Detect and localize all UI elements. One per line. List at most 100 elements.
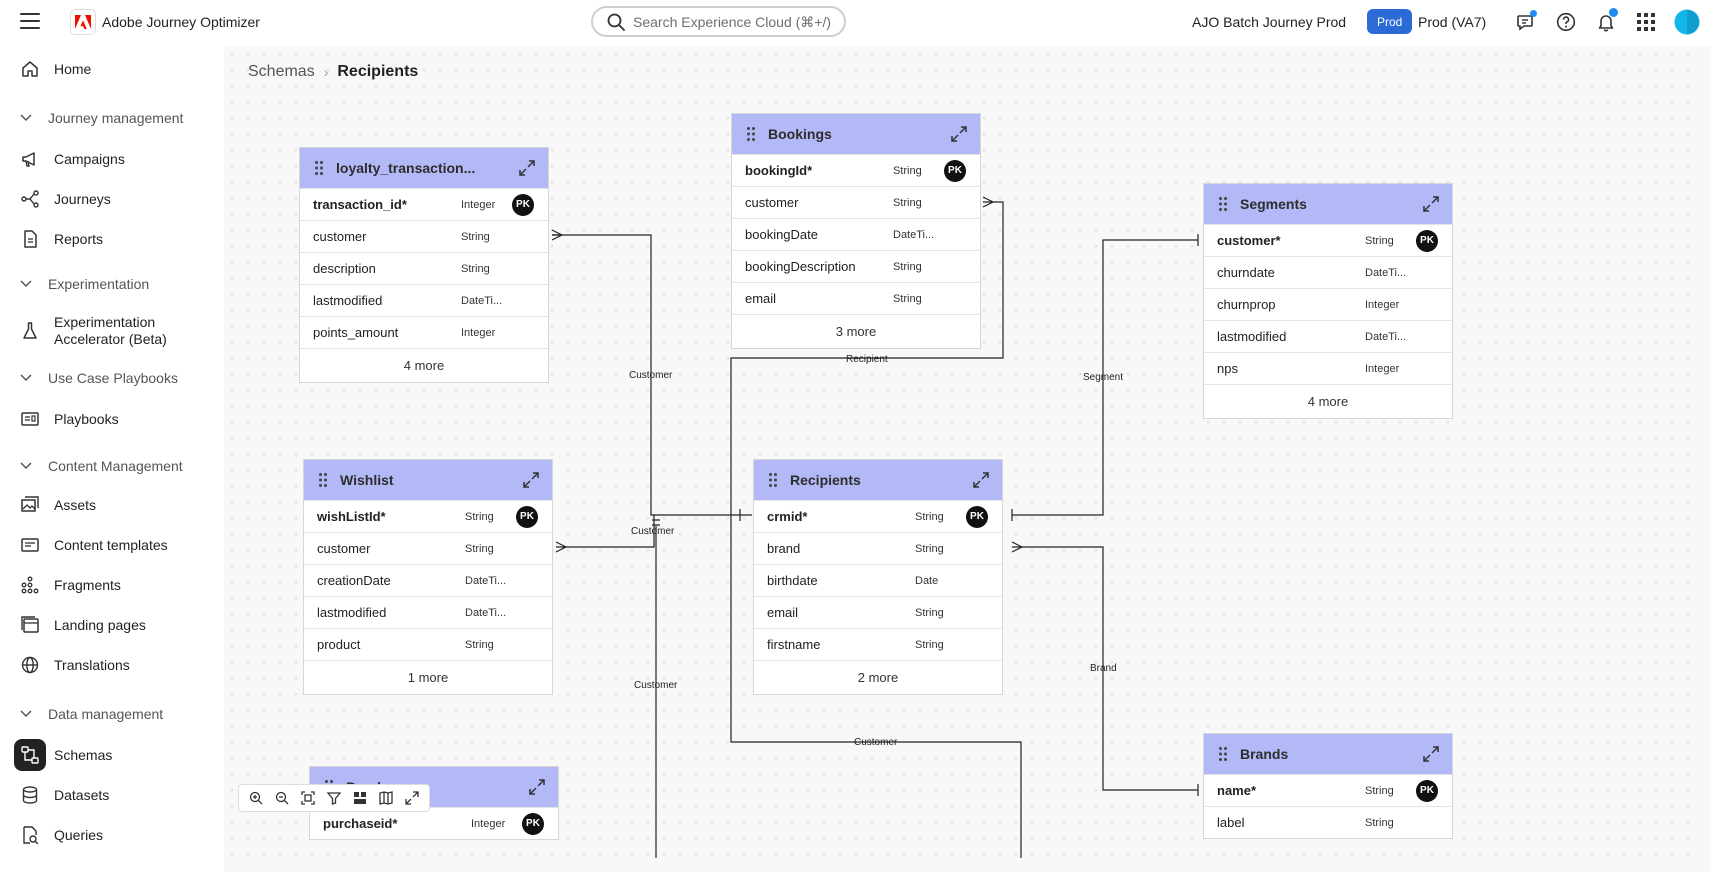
nav-queries[interactable]: Queries [14, 818, 214, 852]
nav-reports[interactable]: Reports [14, 222, 214, 256]
search-input[interactable] [633, 13, 833, 30]
nav-campaigns[interactable]: Campaigns [14, 142, 214, 176]
table-card-header[interactable]: Wishlist [304, 460, 552, 500]
schema-canvas[interactable]: Schemas › Recipients Customer C [224, 46, 1700, 858]
expand-icon[interactable] [1422, 195, 1440, 213]
adobe-logo-icon[interactable] [70, 9, 96, 35]
sandbox-name[interactable]: Prod (VA7) [1418, 14, 1487, 30]
section-content-management[interactable]: Content Management [20, 454, 183, 478]
section-data-management[interactable]: Data management [20, 702, 163, 726]
section-use-case-playbooks[interactable]: Use Case Playbooks [20, 366, 178, 390]
filter-icon[interactable] [321, 785, 347, 811]
show-more-button[interactable]: 2 more [754, 660, 1002, 694]
section-experimentation[interactable]: Experimentation [20, 272, 149, 296]
notifications-bell-icon[interactable] [1595, 8, 1618, 33]
table-card-header[interactable]: Bookings [732, 114, 980, 154]
apps-grid-icon[interactable] [1635, 11, 1657, 33]
drag-handle-icon[interactable] [768, 472, 778, 488]
show-more-button[interactable]: 1 more [304, 660, 552, 694]
show-more-button[interactable]: 4 more [300, 348, 548, 382]
drag-handle-icon[interactable] [314, 160, 324, 176]
expand-icon[interactable] [972, 471, 990, 489]
nav-fragments[interactable]: Fragments [14, 568, 214, 602]
show-more-button[interactable]: 3 more [732, 314, 980, 348]
drag-handle-icon[interactable] [1218, 746, 1228, 762]
table-card-header[interactable]: Segments [1204, 184, 1452, 224]
table-card-loyalty[interactable]: loyalty_transaction... transaction_id*In… [299, 147, 549, 383]
drag-handle-icon[interactable] [1218, 196, 1228, 212]
nav-assets[interactable]: Assets [14, 488, 214, 522]
nav-content-templates[interactable]: Content templates [14, 528, 214, 562]
expand-icon[interactable] [528, 778, 546, 796]
user-avatar[interactable] [1674, 9, 1700, 35]
section-journey-management[interactable]: Journey management [20, 106, 183, 130]
table-card-header[interactable]: loyalty_transaction... [300, 148, 548, 188]
table-card-header[interactable]: Brands [1204, 734, 1452, 774]
layout-icon[interactable] [347, 785, 373, 811]
app-name[interactable]: Adobe Journey Optimizer [102, 14, 260, 30]
nav-home[interactable]: Home [14, 52, 214, 86]
nav-datasets[interactable]: Datasets [14, 778, 214, 812]
drag-handle-icon[interactable] [318, 472, 328, 488]
table-card-header[interactable]: Recipients [754, 460, 1002, 500]
nav-schemas[interactable]: Schemas [14, 738, 214, 772]
nav-journeys[interactable]: Journeys [14, 182, 214, 216]
nav-more[interactable] [14, 858, 214, 872]
drag-handle-icon[interactable] [746, 126, 756, 142]
nav-landing-pages[interactable]: Landing pages [14, 608, 214, 642]
hamburger-menu-icon[interactable] [20, 13, 40, 29]
expand-icon[interactable] [1422, 745, 1440, 763]
fullscreen-icon[interactable] [399, 785, 425, 811]
search-field[interactable] [591, 6, 846, 37]
help-icon[interactable] [1555, 11, 1577, 33]
expand-icon[interactable] [522, 471, 540, 489]
expand-icon[interactable] [518, 159, 536, 177]
breadcrumb-schemas[interactable]: Schemas [248, 63, 315, 80]
zoom-out-icon[interactable] [269, 785, 295, 811]
fit-to-screen-icon[interactable] [295, 785, 321, 811]
sandbox-badge[interactable]: Prod [1367, 9, 1413, 34]
org-name[interactable]: AJO Batch Journey Prod [1192, 14, 1347, 30]
show-more-button[interactable]: 4 more [1204, 384, 1452, 418]
feedback-icon[interactable] [1515, 10, 1537, 33]
zoom-in-icon[interactable] [243, 785, 269, 811]
minimap-icon[interactable] [373, 785, 399, 811]
expand-icon[interactable] [950, 125, 968, 143]
nav-playbooks[interactable]: Playbooks [14, 402, 214, 436]
